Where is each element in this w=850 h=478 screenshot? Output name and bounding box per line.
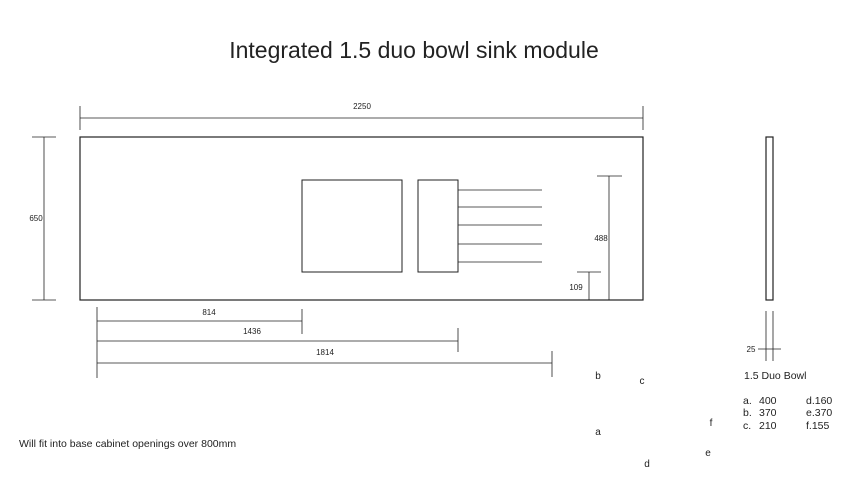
overall-length-dimension [79, 106, 644, 130]
legend-left-value: 400 [759, 395, 777, 407]
offset-814-dimension [96, 307, 303, 378]
point-label-b: b [595, 371, 601, 382]
point-label-c: c [640, 376, 645, 387]
drainer-488-dimension [597, 175, 622, 300]
worktop-outline [79, 136, 644, 301]
offset-814-label: 814 [202, 308, 216, 317]
thickness-dimension [758, 311, 781, 361]
point-label-a: a [595, 427, 601, 438]
point-label-f: f [710, 418, 713, 429]
point-label-d: d [644, 459, 650, 470]
drainer-109-dimension [577, 271, 601, 300]
offset-1436-dimension [97, 328, 459, 352]
legend-left-value: 370 [759, 407, 777, 419]
overall-depth-dimension [32, 136, 56, 301]
half-bowl [417, 179, 459, 273]
thickness-label: 25 [747, 345, 756, 354]
legend-left-value: 210 [759, 420, 777, 432]
legend-heading: 1.5 Duo Bowl [744, 370, 806, 382]
drainer-grooves [458, 189, 542, 263]
cabinet-note: Will fit into base cabinet openings over… [19, 438, 236, 450]
legend-left-key: a. [743, 395, 752, 407]
overall-depth-label: 650 [29, 214, 43, 223]
drainer-488-label: 488 [594, 234, 608, 243]
offset-1436-label: 1436 [243, 327, 261, 336]
side-profile [765, 136, 774, 301]
point-label-e: e [705, 448, 711, 459]
offset-1814-dimension [97, 351, 553, 377]
drawing-title: Integrated 1.5 duo bowl sink module [229, 37, 599, 63]
legend-left-key: b. [743, 407, 752, 419]
legend-right-value: d.160 [806, 395, 832, 407]
legend-right-value: f.155 [806, 420, 830, 432]
main-bowl [301, 179, 403, 273]
legend-right-value: e.370 [806, 407, 832, 419]
legend-left-key: c. [743, 420, 751, 432]
drainer-109-label: 109 [569, 283, 583, 292]
offset-1814-label: 1814 [316, 348, 334, 357]
overall-length-label: 2250 [353, 102, 371, 111]
